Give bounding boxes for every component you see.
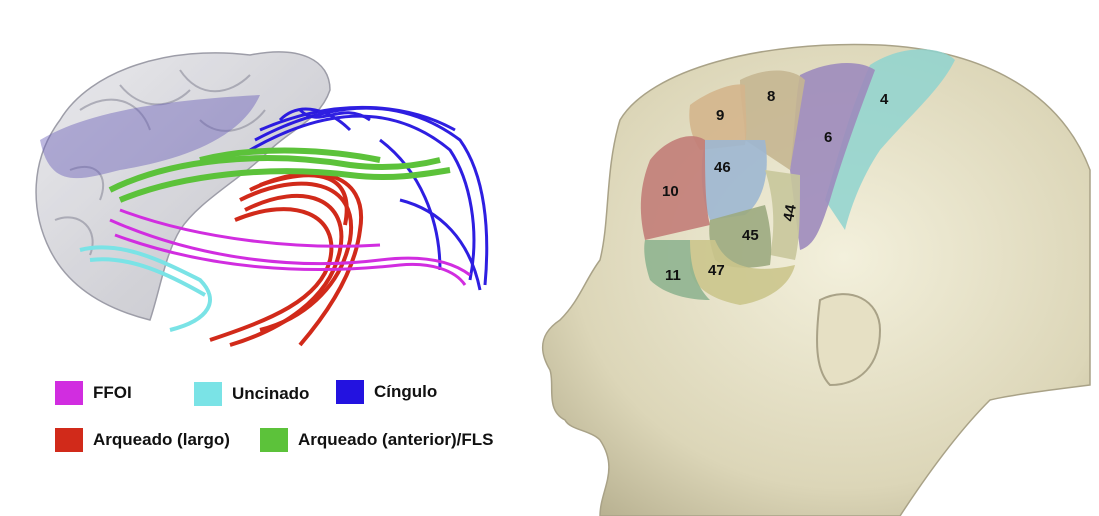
legend-item-arqueado-largo: Arqueado (largo) [55,428,230,452]
legend-item-cingulo: Cíngulo [336,380,437,404]
arcuate-long-fibers [210,174,361,345]
area-label-11: 11 [665,267,681,284]
area-label-10: 10 [662,183,679,200]
legend-item-arqueado-anterior: Arqueado (anterior)/FLS [260,428,494,452]
legend-label-uncinado: Uncinado [232,384,309,404]
head-rendering: 4 6 8 9 46 10 44 45 47 11 [543,44,1090,516]
area-label-9: 9 [716,107,724,124]
area-label-8: 8 [767,88,775,105]
legend-swatch-arqueado-anterior [260,428,288,452]
area-label-4: 4 [880,91,889,108]
legend-item-uncinado: Uncinado [194,382,309,406]
legend-label-arqueado-largo: Arqueado (largo) [93,430,230,450]
area-label-46: 46 [714,159,731,176]
area-label-47: 47 [708,262,725,279]
area-label-6: 6 [824,129,832,146]
legend-swatch-arqueado-largo [55,428,83,452]
area-label-45: 45 [742,227,759,244]
legend-swatch-ffoi [55,381,83,405]
legend-swatch-cingulo [336,380,364,404]
legend-label-cingulo: Cíngulo [374,382,437,402]
legend-item-ffoi: FFOI [55,381,132,405]
legend-swatch-uncinado [194,382,222,406]
legend-label-ffoi: FFOI [93,383,132,403]
legend-label-arqueado-anterior: Arqueado (anterior)/FLS [298,430,494,450]
